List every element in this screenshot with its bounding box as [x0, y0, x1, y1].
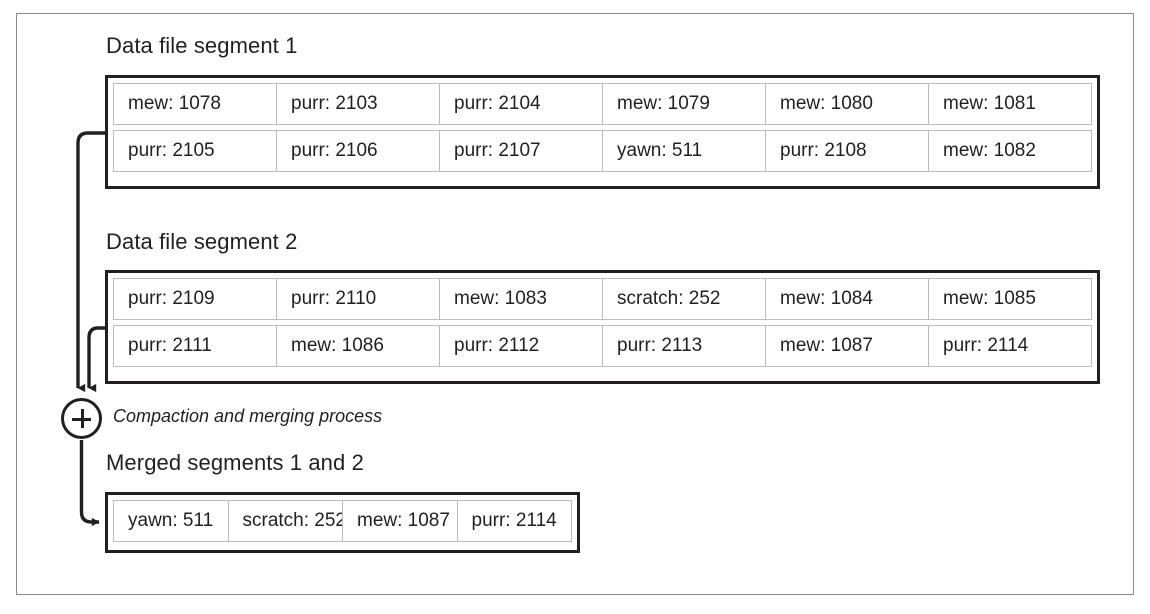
- data-cell: purr: 2110: [276, 278, 440, 320]
- segment-2-title: Data file segment 2: [106, 229, 298, 254]
- data-cell: mew: 1087: [342, 500, 458, 542]
- data-cell: mew: 1081: [928, 83, 1092, 125]
- data-cell: scratch: 252: [602, 278, 766, 320]
- data-cell: purr: 2107: [439, 130, 603, 172]
- segment-2-table: purr: 2109 purr: 2110 mew: 1083 scratch:…: [105, 270, 1100, 384]
- data-cell: scratch: 252: [227, 500, 343, 542]
- data-cell: yawn: 511: [113, 500, 229, 542]
- data-cell: mew: 1084: [765, 278, 929, 320]
- segment-1-title: Data file segment 1: [106, 33, 298, 58]
- data-cell: purr: 2106: [276, 130, 440, 172]
- data-cell: purr: 2109: [113, 278, 277, 320]
- data-cell: mew: 1085: [928, 278, 1092, 320]
- data-cell: purr: 2113: [602, 325, 766, 367]
- data-cell: purr: 2104: [439, 83, 603, 125]
- data-cell: purr: 2111: [113, 325, 277, 367]
- data-cell: mew: 1087: [765, 325, 929, 367]
- data-cell: mew: 1080: [765, 83, 929, 125]
- table-row: purr: 2109 purr: 2110 mew: 1083 scratch:…: [113, 278, 1092, 320]
- data-cell: purr: 2114: [456, 500, 572, 542]
- data-cell: yawn: 511: [602, 130, 766, 172]
- data-cell: mew: 1079: [602, 83, 766, 125]
- segment-1-table: mew: 1078 purr: 2103 purr: 2104 mew: 107…: [105, 75, 1100, 189]
- data-cell: purr: 2108: [765, 130, 929, 172]
- merge-plus-node: [61, 398, 102, 439]
- merged-segment-table: yawn: 511 scratch: 252 mew: 1087 purr: 2…: [105, 492, 580, 553]
- data-cell: mew: 1078: [113, 83, 277, 125]
- data-cell: mew: 1082: [928, 130, 1092, 172]
- data-cell: mew: 1083: [439, 278, 603, 320]
- merged-segments-title: Merged segments 1 and 2: [106, 450, 364, 475]
- table-row: purr: 2111 mew: 1086 purr: 2112 purr: 21…: [113, 325, 1092, 367]
- table-row: purr: 2105 purr: 2106 purr: 2107 yawn: 5…: [113, 130, 1092, 172]
- table-row: mew: 1078 purr: 2103 purr: 2104 mew: 107…: [113, 83, 1092, 125]
- data-cell: mew: 1086: [276, 325, 440, 367]
- table-row: yawn: 511 scratch: 252 mew: 1087 purr: 2…: [113, 500, 572, 542]
- data-cell: purr: 2105: [113, 130, 277, 172]
- data-cell: purr: 2103: [276, 83, 440, 125]
- plus-icon-vertical: [80, 409, 84, 428]
- compaction-process-label: Compaction and merging process: [113, 406, 383, 426]
- data-cell: purr: 2112: [439, 325, 603, 367]
- data-cell: purr: 2114: [928, 325, 1092, 367]
